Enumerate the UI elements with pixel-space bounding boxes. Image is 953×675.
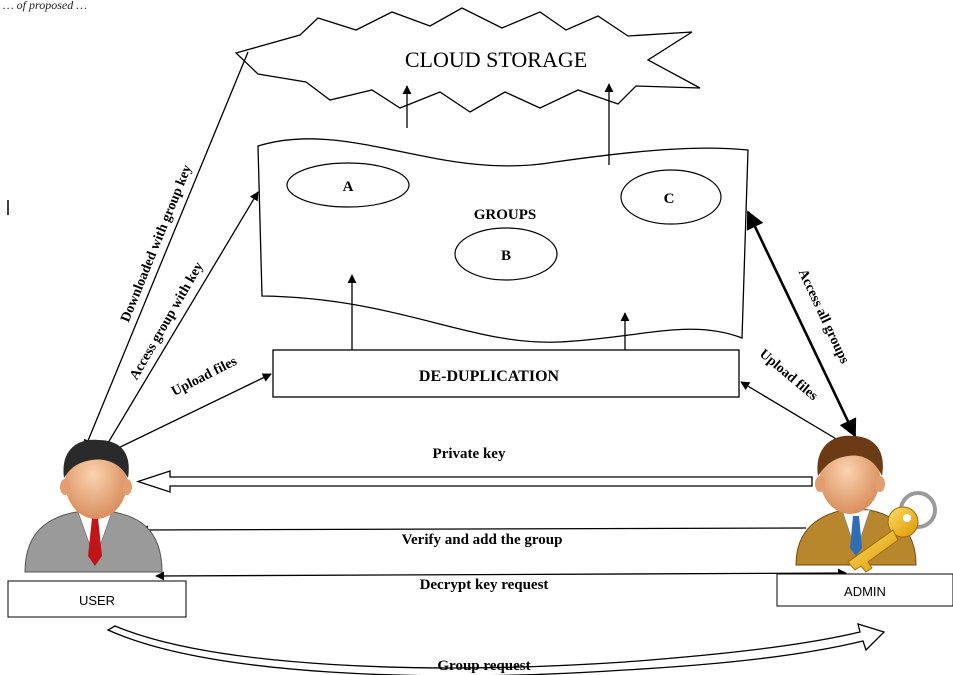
- access-group-edge: [104, 191, 259, 449]
- header-fragment: … of proposed …: [3, 0, 87, 12]
- admin-label: ADMIN: [844, 584, 886, 599]
- private-key-label: Private key: [433, 446, 506, 462]
- dedup-box[interactable]: [272, 349, 740, 398]
- verify-label: Verify and add the group: [402, 532, 563, 548]
- group-c-label: C: [664, 191, 675, 207]
- dedup-label: DE-DUPLICATION: [419, 368, 560, 385]
- admin-label-box: [776, 573, 953, 607]
- groups-label: GROUPS: [474, 207, 537, 223]
- user-label-box: [7, 580, 187, 618]
- cloud-storage-shape: [234, 7, 701, 113]
- upload-user-label: Upload files: [169, 354, 240, 400]
- key-icon: [847, 491, 937, 573]
- admin-avatar[interactable]: [795, 435, 917, 566]
- group-b-label: B: [501, 248, 511, 264]
- downloaded-edge: [83, 51, 249, 449]
- access-all-edge: [746, 210, 857, 438]
- cloud-storage-label: CLOUD STORAGE: [405, 47, 587, 72]
- group-b-node[interactable]: [454, 227, 558, 281]
- upload-user-edge: [109, 373, 272, 453]
- upload-admin-label: Upload files: [756, 347, 821, 405]
- user-avatar[interactable]: [24, 439, 163, 573]
- group-c-node[interactable]: [620, 169, 722, 225]
- group-request-arrow: [106, 623, 886, 675]
- decrypt-label: Decrypt key request: [420, 577, 549, 593]
- private-key-arrow: [135, 470, 813, 493]
- upload-admin-edge: [740, 381, 849, 447]
- group-a-node[interactable]: [286, 162, 410, 208]
- group-request-label: Group request: [437, 658, 530, 674]
- user-label: USER: [79, 593, 115, 608]
- verify-edge: [139, 525, 807, 535]
- access-all-label: Access all groups: [795, 267, 852, 367]
- decrypt-edge: [155, 568, 847, 581]
- group-a-label: A: [343, 179, 354, 195]
